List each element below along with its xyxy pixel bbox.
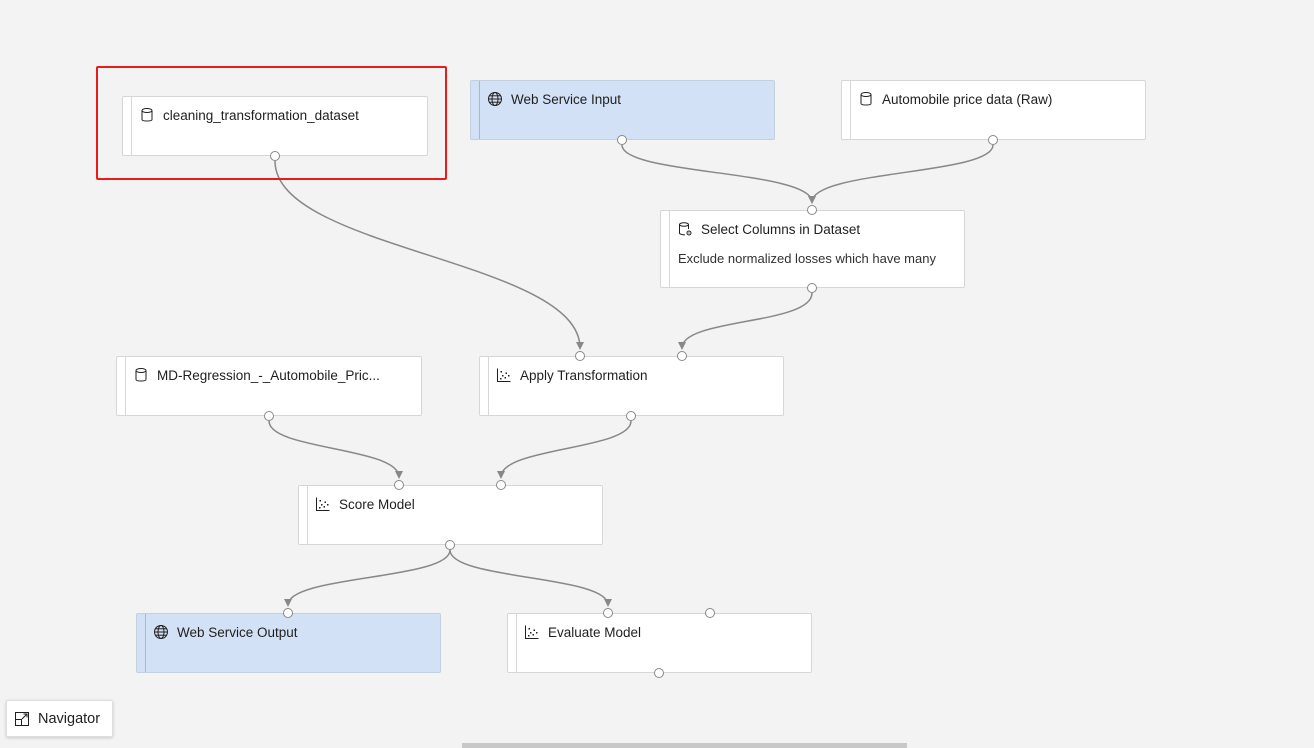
edge-autoprice-to-select — [808, 144, 994, 204]
edge-webinput-to-select — [621, 144, 816, 204]
module-select-columns-in-dataset[interactable]: Select Columns in Dataset Exclude normal… — [660, 210, 965, 288]
output-port[interactable] — [445, 540, 455, 550]
module-title: Score Model — [339, 496, 415, 512]
input-port[interactable] — [283, 608, 293, 618]
module-evaluate-model[interactable]: Evaluate Model — [507, 613, 812, 673]
edge-select-to-apply — [678, 292, 813, 350]
module-web-service-input[interactable]: Web Service Input — [470, 80, 775, 140]
scatter-icon — [496, 367, 512, 383]
module-description: Exclude normalized losses which have man… — [678, 251, 936, 266]
output-port[interactable] — [807, 283, 817, 293]
module-title: Select Columns in Dataset — [701, 221, 861, 237]
input-port[interactable] — [603, 608, 613, 618]
module-title: MD-Regression_-_Automobile_Pric... — [157, 367, 380, 383]
scatter-icon — [315, 496, 331, 512]
module-title: Apply Transformation — [520, 367, 648, 383]
module-cleaning-transformation-dataset[interactable]: cleaning_transformation_dataset — [122, 96, 428, 156]
module-automobile-price-data[interactable]: Automobile price data (Raw) — [841, 80, 1146, 140]
edge-cleaning-to-apply — [274, 160, 584, 350]
output-port[interactable] — [270, 151, 280, 161]
module-title: Web Service Output — [177, 624, 298, 640]
input-port[interactable] — [575, 351, 585, 361]
output-port[interactable] — [988, 135, 998, 145]
globe-icon — [487, 91, 503, 107]
navigator-button[interactable]: Navigator — [6, 700, 113, 737]
output-port[interactable] — [264, 411, 274, 421]
input-port[interactable] — [496, 480, 506, 490]
globe-icon — [153, 624, 169, 640]
selection-highlight — [96, 66, 447, 180]
module-title: Automobile price data (Raw) — [882, 91, 1053, 107]
input-port[interactable] — [807, 205, 817, 215]
horizontal-scrollbar[interactable] — [462, 743, 907, 748]
dataset-icon — [133, 367, 149, 383]
edge-apply-to-score — [497, 420, 632, 479]
input-port[interactable] — [705, 608, 715, 618]
dataset-icon — [139, 107, 155, 123]
output-port[interactable] — [617, 135, 627, 145]
dataset-gear-icon — [677, 221, 693, 237]
module-apply-transformation[interactable]: Apply Transformation — [479, 356, 784, 416]
edge-score-to-weboutput — [284, 549, 451, 607]
module-md-regression-automobile-price[interactable]: MD-Regression_-_Automobile_Pric... — [116, 356, 422, 416]
input-port[interactable] — [394, 480, 404, 490]
edge-mdregression-to-score — [268, 420, 403, 479]
dataset-icon — [858, 91, 874, 107]
output-port[interactable] — [626, 411, 636, 421]
module-title: Web Service Input — [511, 91, 622, 107]
input-port[interactable] — [677, 351, 687, 361]
scatter-icon — [524, 624, 540, 640]
module-web-service-output[interactable]: Web Service Output — [136, 613, 441, 673]
module-score-model[interactable]: Score Model — [298, 485, 603, 545]
navigator-label: Navigator — [38, 710, 101, 727]
navigator-icon — [14, 711, 30, 727]
edge-score-to-evaluate — [449, 549, 612, 607]
module-title: Evaluate Model — [548, 624, 642, 640]
output-port[interactable] — [654, 668, 664, 678]
